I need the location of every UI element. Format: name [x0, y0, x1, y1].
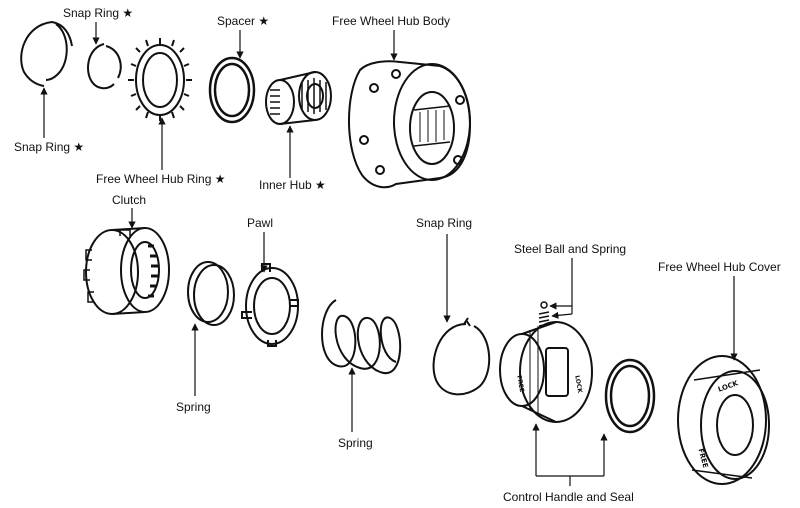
control-handle-part [499, 321, 593, 423]
seal-part [604, 358, 656, 434]
label-clutch: Clutch [112, 193, 147, 207]
snap-ring-mid-part [432, 317, 491, 396]
label-steel-ball: Steel Ball and Spring [514, 242, 627, 256]
cover-lock-marking: LOCK [717, 379, 740, 394]
pawl-part [241, 263, 299, 347]
label-inner-hub: Inner Hub ★ [259, 178, 326, 192]
leader-lines [40, 22, 738, 486]
hub-cover-part [677, 355, 770, 485]
clutch-part [83, 227, 170, 315]
snap-ring-top-part [87, 43, 122, 90]
hub-ring-part [128, 38, 192, 121]
spring-left-part [187, 261, 235, 326]
label-snap-ring-mid: Snap Ring [416, 216, 473, 230]
hub-body-part [348, 60, 472, 189]
label-hub-cover: Free Wheel Hub Cover [658, 260, 781, 274]
label-hub-ring: Free Wheel Hub Ring ★ [96, 172, 226, 186]
label-control-handle: Control Handle and Seal [503, 490, 634, 504]
inner-hub-part [265, 71, 332, 125]
steel-ball-part [538, 301, 550, 327]
label-hub-body: Free Wheel Hub Body [332, 14, 451, 28]
label-snap-ring-left: Snap Ring ★ [14, 140, 85, 154]
label-snap-ring-top: Snap Ring ★ [63, 6, 134, 20]
handle-free-marking: FREE [515, 375, 525, 393]
label-spacer: Spacer ★ [217, 14, 270, 28]
snap-ring-left-part [20, 21, 73, 87]
label-spring-mid: Spring [338, 436, 373, 450]
spring-mid-part [321, 299, 402, 375]
label-pawl: Pawl [247, 216, 274, 230]
cover-free-marking: FREE [697, 448, 710, 469]
label-spring-left: Spring [176, 400, 211, 414]
handle-lock-marking: LOCK [573, 375, 583, 394]
spacer-part [208, 56, 256, 124]
